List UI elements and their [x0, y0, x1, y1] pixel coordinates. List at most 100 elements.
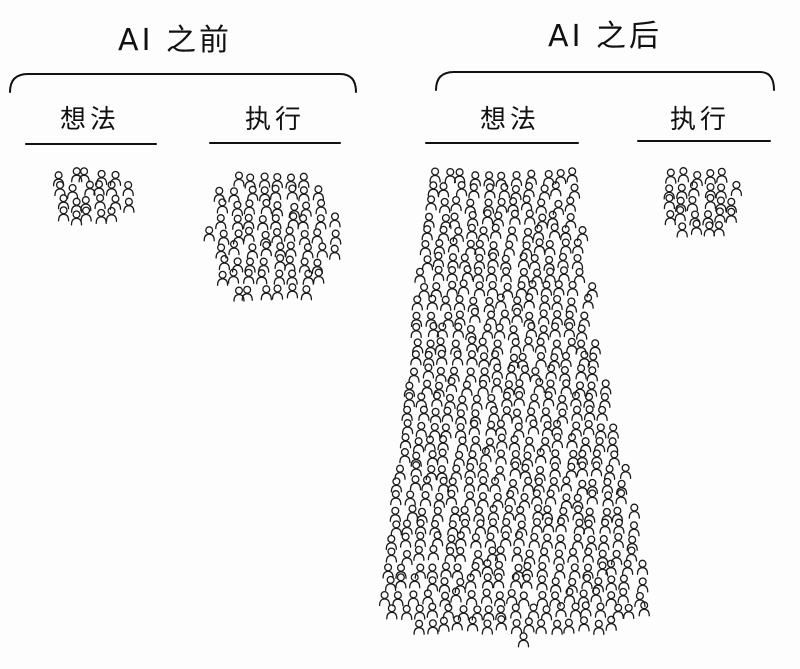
- person-figure: [216, 270, 229, 286]
- person-figure: [507, 197, 519, 213]
- person-figure: [517, 632, 530, 648]
- person-figure: [555, 602, 567, 618]
- person-figure: [450, 339, 462, 355]
- person-figure: [298, 257, 311, 273]
- person-figure: [579, 437, 592, 453]
- person-figure: [483, 297, 495, 313]
- person-figure: [66, 183, 79, 200]
- person-figure: [664, 210, 676, 226]
- person-figure: [419, 240, 432, 256]
- person-figure: [626, 535, 638, 551]
- person-figure: [285, 241, 297, 257]
- person-figure: [109, 194, 122, 210]
- person-figure: [477, 476, 489, 492]
- person-figure: [501, 391, 513, 407]
- person-figure: [477, 337, 489, 353]
- person-figure: [52, 171, 65, 187]
- person-figure: [730, 180, 743, 197]
- person-figure: [544, 489, 557, 505]
- person-figure: [244, 173, 256, 189]
- person-figure: [415, 392, 427, 408]
- person-figure: [427, 545, 440, 561]
- person-figure: [536, 213, 548, 229]
- person-figure: [463, 476, 476, 492]
- person-figure: [523, 617, 535, 633]
- person-figure: [510, 170, 523, 187]
- person-figure: [553, 549, 565, 565]
- person-figure: [243, 226, 255, 242]
- label-after-exec: 执行: [670, 105, 730, 135]
- person-figure: [540, 605, 553, 621]
- person-figure: [288, 202, 300, 219]
- person-figure: [466, 223, 478, 239]
- person-figure: [511, 408, 523, 424]
- person-figure: [542, 391, 555, 407]
- person-figure: [271, 228, 283, 244]
- person-figure: [589, 339, 601, 355]
- person-figure: [583, 392, 595, 408]
- person-figure: [625, 546, 638, 562]
- person-figure: [520, 195, 533, 211]
- person-figure: [416, 507, 428, 523]
- person-figure: [576, 226, 589, 242]
- person-figure: [440, 213, 452, 230]
- person-figure: [703, 221, 715, 237]
- person-figure: [560, 379, 572, 395]
- person-figure: [84, 180, 96, 196]
- person-figure: [274, 253, 286, 270]
- person-figure: [498, 183, 511, 199]
- person-figure: [442, 603, 455, 619]
- person-figure: [510, 603, 522, 619]
- person-figure: [330, 229, 342, 245]
- person-figure: [500, 254, 512, 270]
- person-figure: [549, 449, 561, 465]
- person-figure: [586, 366, 598, 382]
- person-figure: [523, 549, 536, 565]
- person-figure: [466, 336, 478, 352]
- person-figure: [449, 506, 461, 522]
- person-figure: [313, 268, 325, 284]
- person-figure: [500, 267, 512, 283]
- person-figure: [298, 172, 310, 188]
- person-figure: [569, 602, 582, 618]
- person-figure: [473, 253, 486, 270]
- person-figure: [543, 169, 555, 186]
- person-figure: [689, 210, 701, 226]
- person-figure: [548, 353, 560, 369]
- person-figure: [503, 240, 515, 256]
- person-figure: [455, 181, 468, 197]
- person-figure: [399, 448, 411, 464]
- person-figure: [536, 590, 549, 607]
- person-figure: [216, 198, 229, 214]
- person-figure: [532, 224, 545, 240]
- person-figure: [447, 477, 459, 493]
- person-figure: [533, 477, 545, 493]
- person-figure: [522, 227, 534, 244]
- person-figure: [429, 407, 442, 423]
- person-figure: [446, 280, 458, 296]
- person-figure: [556, 394, 568, 411]
- person-figure: [599, 392, 611, 408]
- person-figure: [444, 546, 456, 563]
- person-figure: [401, 549, 413, 566]
- person-figure: [576, 449, 588, 465]
- person-figure: [560, 238, 572, 254]
- person-figure: [457, 279, 470, 295]
- person-figure: [481, 209, 494, 225]
- person-figure: [469, 562, 482, 578]
- person-figure: [715, 183, 727, 199]
- person-figure: [675, 196, 687, 212]
- crowd-before-idea: [52, 167, 135, 226]
- person-figure: [531, 268, 543, 284]
- person-figure: [470, 435, 482, 452]
- person-figure: [406, 504, 419, 520]
- person-figure: [409, 475, 422, 491]
- person-figure: [677, 167, 690, 183]
- person-figure: [454, 310, 466, 326]
- person-figure: [519, 463, 532, 479]
- person-figure: [522, 476, 534, 492]
- person-figure: [702, 210, 714, 226]
- person-figure: [300, 285, 313, 301]
- person-figure: [576, 324, 588, 340]
- person-figure: [518, 493, 531, 509]
